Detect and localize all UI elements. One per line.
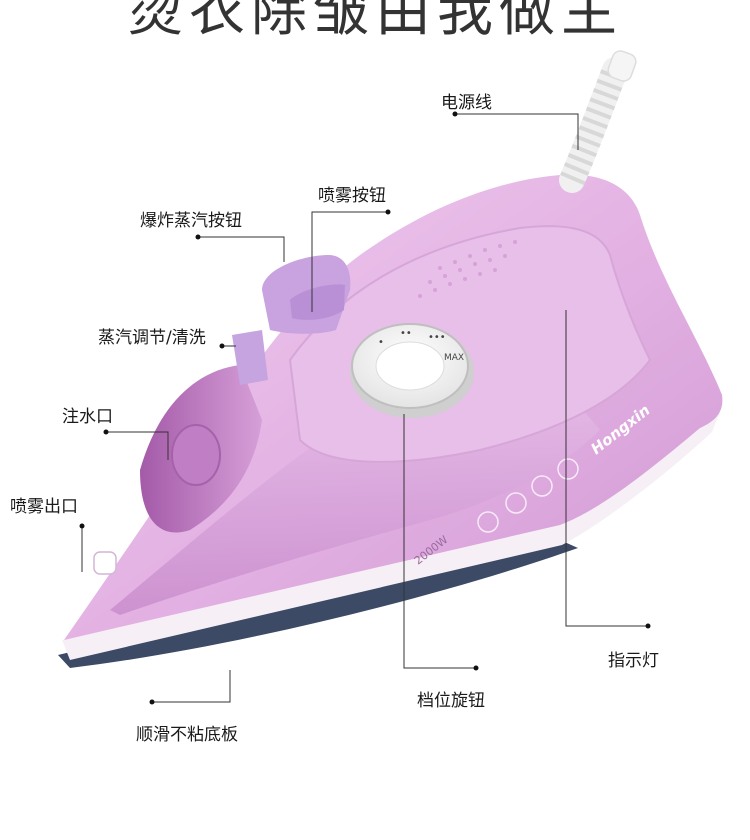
label-dial: 档位旋钮 [417, 691, 485, 711]
dial-mark-1: • [378, 337, 384, 348]
label-burst-steam-button: 爆炸蒸汽按钮 [140, 211, 242, 231]
label-power-cord: 电源线 [441, 93, 492, 113]
label-spray-button: 喷雾按钮 [318, 186, 386, 206]
indicator-icon-3 [531, 475, 553, 497]
indicator-icon-4 [557, 458, 579, 480]
dial-mark-2: •• [400, 328, 412, 339]
spray-nozzle [93, 551, 117, 575]
dial-mark-max: MAX [444, 353, 464, 363]
soleplate [58, 540, 578, 668]
leader-spray-button [311, 211, 388, 312]
texture-dots [418, 240, 517, 298]
leader-indicator [565, 310, 648, 627]
label-soleplate: 顺滑不粘底板 [136, 725, 238, 745]
leader-burst-steam [198, 236, 285, 262]
inlet-cap [171, 424, 221, 486]
power-cord-coil [560, 65, 628, 186]
cord-plug-end [607, 50, 637, 82]
steam-adjust-lever [232, 330, 268, 385]
base-trim [62, 412, 720, 660]
indicator-icon-2 [505, 492, 527, 514]
leader-cord [455, 113, 579, 150]
page-headline: 烫衣除皱由我做主 [127, 0, 623, 44]
leader-soleplate [152, 670, 231, 703]
dial-center [375, 341, 445, 391]
leader-lines [81, 113, 648, 703]
leader-water-inlet [106, 431, 169, 460]
label-indicator: 指示灯 [608, 651, 659, 671]
indicator-icon-1 [477, 511, 499, 533]
indicator-icons [477, 458, 579, 533]
label-water-inlet: 注水口 [62, 407, 113, 427]
leader-dots [79, 111, 651, 705]
label-steam-adjust: 蒸汽调节/清洗 [98, 328, 206, 348]
spray-knob [290, 284, 345, 320]
leader-dial [403, 414, 476, 669]
dial-mark-3: ••• [428, 332, 446, 343]
label-spray-outlet: 喷雾出口 [10, 497, 78, 517]
